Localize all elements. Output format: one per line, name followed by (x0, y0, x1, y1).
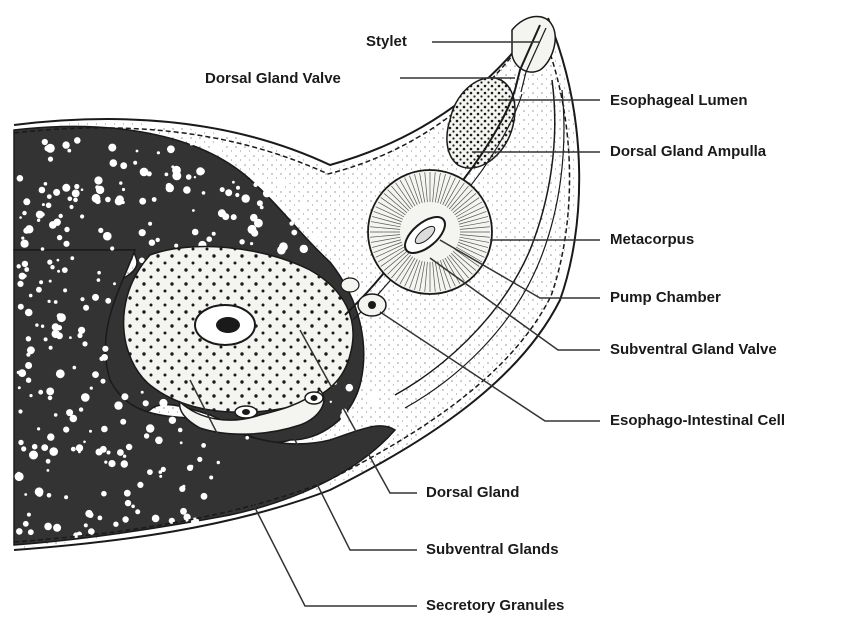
label-subventral-gland-valve: Subventral Gland Valve (610, 341, 777, 359)
gland-nucleolus (216, 317, 240, 333)
label-stylet: Stylet (366, 33, 407, 51)
label-pump-chamber: Pump Chamber (610, 289, 721, 307)
label-dorsal-gland-ampulla: Dorsal Gland Ampulla (610, 143, 766, 161)
label-esophageal-lumen: Esophageal Lumen (610, 92, 748, 110)
label-dorsal-gland: Dorsal Gland (426, 484, 519, 502)
label-metacorpus: Metacorpus (610, 231, 694, 249)
label-subventral-glands: Subventral Glands (426, 541, 559, 559)
label-secretory-granules: Secretory Granules (426, 597, 564, 615)
label-esophago-intestinal-cell: Esophago-Intestinal Cell (610, 412, 785, 430)
label-dorsal-gland-valve: Dorsal Gland Valve (205, 70, 341, 88)
